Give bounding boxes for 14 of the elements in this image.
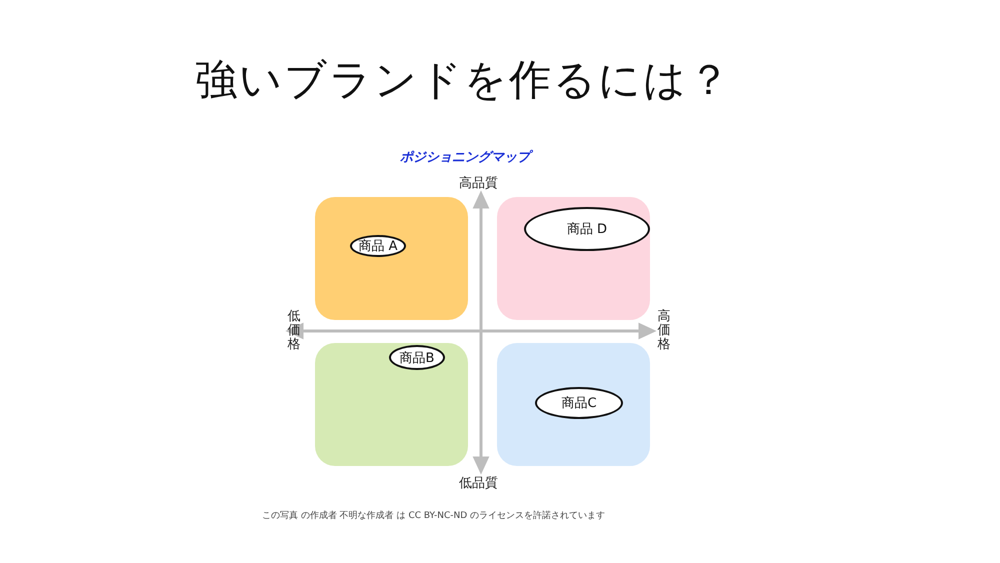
quadrant-box <box>315 343 468 466</box>
product-ellipse: 商品B <box>389 345 445 370</box>
product-ellipse: 商品 D <box>524 207 650 251</box>
quadrant-box <box>497 197 650 320</box>
product-ellipse: 商品 A <box>350 235 406 257</box>
attribution-note: この写真 の作成者 不明な作成者 は CC BY-NC-ND のライセンスを許諾されています <box>262 510 606 522</box>
quadrant-box <box>315 197 468 320</box>
quadrant-box <box>497 343 650 466</box>
page-title: 強いブランドを作るには？ <box>195 54 732 106</box>
axis-label: 低品質 <box>459 475 498 492</box>
axis-label: 高品質 <box>459 175 498 192</box>
axis-label: 低価格 <box>287 310 301 352</box>
axis-label: 高価格 <box>657 310 671 352</box>
product-ellipse: 商品C <box>535 387 623 419</box>
